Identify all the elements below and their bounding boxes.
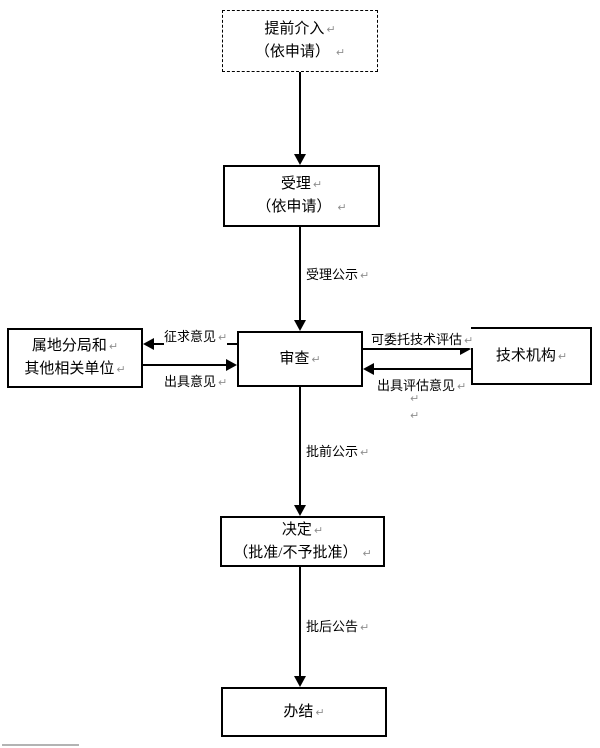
arrow-early-to-acceptance-shaft — [299, 72, 301, 155]
node-early-intervention: 提前介入↵ （依申请）↵ — [222, 10, 378, 72]
edge-label-issue-evaluation: 出具评估意见↵ — [377, 375, 467, 394]
pilcrow-mark: ↵ — [362, 546, 372, 560]
arrow-decision-to-completion-head — [294, 676, 306, 687]
pilcrow-mark: ↵ — [313, 523, 324, 537]
arrow-tech-to-review-head — [363, 363, 374, 375]
node-label: 受理↵ — [281, 173, 322, 196]
arrow-early-to-acceptance-head — [294, 154, 306, 165]
node-label-text: （依申请） — [256, 199, 332, 215]
edge-label-text: 出具意见 — [164, 374, 217, 389]
node-label: 提前介入↵ — [264, 18, 335, 41]
node-local-bureau: 属地分局和↵ 其他相关单位↵ — [7, 328, 143, 388]
node-label-text: 属地分局和 — [31, 338, 107, 354]
edge-label-text: 征求意见 — [164, 329, 217, 344]
node-label: （依申请） ↵ — [255, 41, 345, 64]
node-label: 办结↵ — [283, 701, 324, 724]
pilcrow-mark: ↵ — [315, 705, 325, 719]
node-label-text: 决定 — [281, 521, 312, 538]
edge-label-entrust-evaluation: 可委托技术评估↵ — [371, 329, 474, 348]
node-review: 审查↵ — [237, 331, 363, 387]
node-label: （依申请） ↵ — [256, 196, 346, 219]
arrow-review-to-tech-head — [460, 343, 471, 355]
pilcrow-mark: ↵ — [335, 46, 346, 59]
pilcrow-mark: ↵ — [410, 409, 420, 422]
arrow-review-to-local-head — [143, 338, 154, 350]
node-label-text: 提前介入 — [264, 21, 325, 37]
node-label: （批准/不予批准） ↵ — [233, 542, 371, 565]
pilcrow-mark: ↵ — [360, 621, 370, 634]
node-technical-institution: 技术机构↵ — [471, 327, 592, 385]
pilcrow-mark: ↵ — [457, 380, 467, 393]
pilcrow-mark: ↵ — [410, 392, 420, 405]
pilcrow-mark: ↵ — [360, 269, 370, 282]
edge-label-issue-opinions: 出具意见↵ — [164, 371, 228, 390]
node-label: 审查↵ — [279, 348, 320, 371]
pilcrow-mark: ↵ — [557, 349, 568, 363]
edge-label-text: 出具评估意见 — [377, 378, 456, 393]
node-label-text: 技术机构 — [495, 347, 556, 364]
arrow-review-to-tech-shaft — [363, 348, 460, 350]
arrow-local-to-review-shaft — [143, 364, 226, 366]
pilcrow-mark: ↵ — [218, 331, 228, 344]
node-label-text: 其他相关单位 — [24, 361, 115, 377]
edge-label-acceptance-publicity: 受理公示↵ — [306, 264, 370, 283]
node-acceptance: 受理↵ （依申请）↵ — [223, 165, 380, 227]
node-label: 属地分局和↵ — [32, 335, 118, 358]
node-label-text: （依申请） — [254, 44, 330, 60]
node-label-text: 受理 — [280, 176, 311, 192]
arrow-local-to-review-head — [226, 359, 237, 371]
footnote-separator-line — [2, 744, 79, 746]
edge-label-text: 批后公告 — [306, 619, 359, 634]
pilcrow-mark: ↵ — [326, 23, 336, 36]
pilcrow-mark: ↵ — [108, 340, 119, 353]
node-label-text: （批准/不予批准） — [233, 544, 358, 561]
arrow-acceptance-to-review-shaft — [299, 227, 301, 320]
edge-label-text: 批前公示 — [306, 444, 359, 459]
node-label: 决定↵ — [282, 519, 323, 542]
pilcrow-mark: ↵ — [311, 352, 321, 366]
arrow-review-to-decision-head — [294, 505, 306, 516]
node-decision: 决定↵ （批准/不予批准）↵ — [220, 516, 385, 567]
node-label: 技术机构↵ — [496, 345, 567, 368]
node-label-text: 办结 — [283, 703, 314, 720]
pilcrow-mark: ↵ — [337, 201, 347, 214]
pilcrow-mark: ↵ — [464, 334, 474, 347]
edge-label-text: 可委托技术评估 — [371, 332, 463, 347]
node-label-text: 审查 — [279, 350, 310, 367]
node-label: 其他相关单位↵ — [24, 358, 125, 381]
pilcrow-mark: ↵ — [116, 363, 126, 376]
pilcrow-mark: ↵ — [360, 446, 370, 459]
arrow-review-to-decision-shaft — [299, 387, 301, 505]
pilcrow-mark: ↵ — [312, 178, 323, 191]
arrow-decision-to-completion-shaft — [299, 567, 301, 676]
edge-label-seek-opinions: 征求意见↵ — [164, 326, 228, 345]
arrow-acceptance-to-review-head — [294, 320, 306, 331]
edge-label-text: 受理公示 — [306, 267, 359, 282]
edge-label-post-approval-announcement: 批后公告↵ — [306, 616, 370, 635]
pilcrow-mark: ↵ — [218, 376, 228, 389]
arrow-tech-to-review-shaft — [374, 368, 471, 370]
edge-label-pre-approval-publicity: 批前公示↵ — [306, 441, 370, 460]
node-completion: 办结↵ — [221, 687, 387, 737]
